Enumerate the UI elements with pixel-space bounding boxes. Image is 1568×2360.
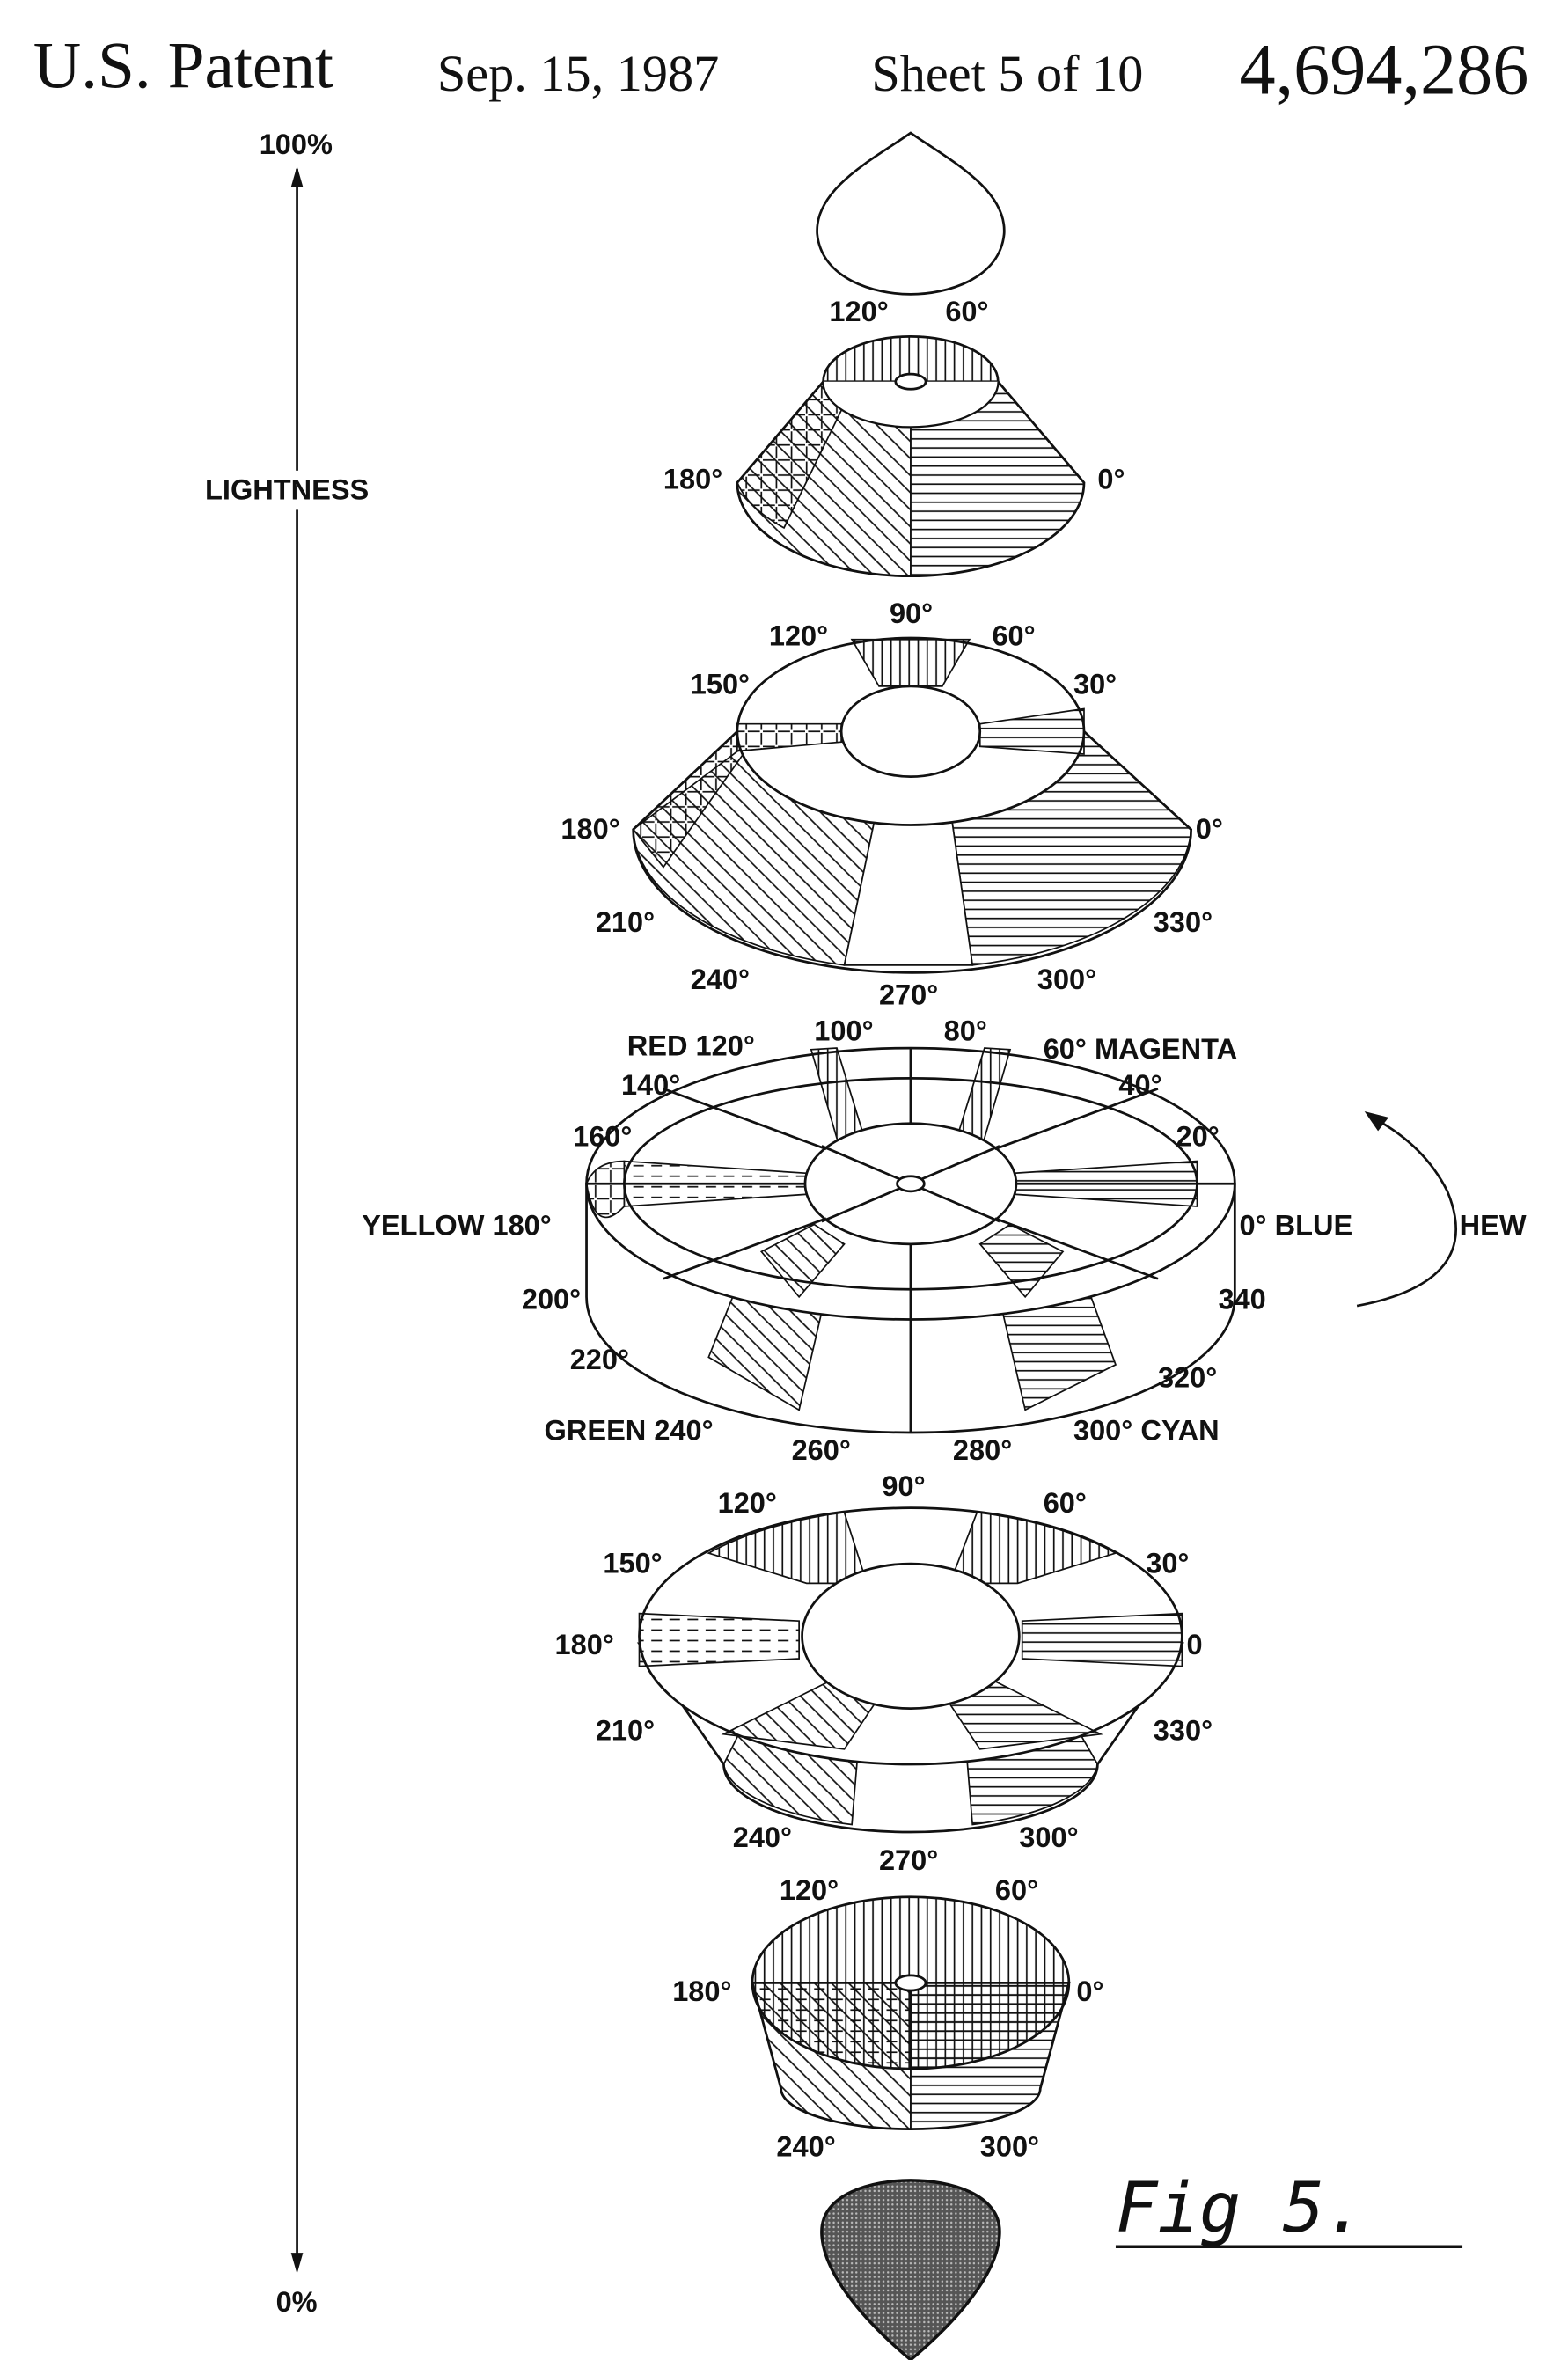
patent-title: U.S. Patent: [33, 30, 333, 103]
hue-label-yellow: YELLOW 180°: [362, 1210, 552, 1242]
hue-label: 40°: [1118, 1069, 1161, 1101]
hue-label-red: RED 120°: [627, 1030, 755, 1062]
hue-layer-3: 120° 90° 60° 150° 30° 180° 0° 210° 330° …: [561, 597, 1222, 1011]
hue-label: 200°: [522, 1284, 581, 1316]
hue-label: 120°: [829, 296, 888, 327]
axis-bottom-label: 0%: [276, 2286, 318, 2318]
hue-label: 0°: [1196, 813, 1223, 845]
hue-label-magenta: 60° MAGENTA: [1044, 1033, 1237, 1065]
hue-label: 120°: [780, 1874, 839, 1906]
hue-label: 180°: [561, 813, 619, 845]
hue-label: 270°: [879, 1844, 938, 1876]
hue-label: 20°: [1176, 1120, 1220, 1152]
hue-spokes: [586, 1048, 1235, 1433]
hue-label: 90°: [890, 597, 933, 629]
hue-label: 330°: [1154, 1715, 1213, 1747]
hue-label: 300°: [1019, 1821, 1078, 1853]
hue-layer-5: 120° 90° 60° 150° 30° 180° 0 210° 330° 2…: [555, 1470, 1213, 1876]
hue-label: 210°: [596, 1715, 655, 1747]
hue-label: 30°: [1146, 1547, 1189, 1579]
arrow-down-icon: [290, 2253, 304, 2275]
hue-label: 280°: [953, 1434, 1012, 1466]
hue-label: 0: [1186, 1629, 1202, 1660]
hue-label: 30°: [1073, 668, 1117, 700]
hue-label: 180°: [555, 1629, 614, 1660]
hue-label: 60°: [995, 1874, 1038, 1906]
hue-label: 100°: [814, 1015, 873, 1047]
hue-label-blue: 0° BLUE: [1239, 1210, 1352, 1242]
hue-label: 120°: [718, 1487, 777, 1519]
figure-label: Fig 5.: [1115, 2167, 1463, 2248]
hue-layer-6: 120° 60° 180° 0° 240° 300°: [672, 1874, 1103, 2162]
patent-header: U.S. Patent Sep. 15, 1987 Sheet 5 of 10 …: [33, 29, 1529, 109]
hue-label: 120°: [769, 620, 828, 652]
hue-label: 150°: [603, 1547, 662, 1579]
sheet-number: Sheet 5 of 10: [871, 45, 1143, 102]
hue-layer-2: 120° 60° 180° 0°: [663, 296, 1125, 578]
figure-label-text: Fig 5.: [1116, 2167, 1367, 2248]
hue-label: 300°: [1037, 964, 1096, 995]
axis-top-label: 100%: [260, 128, 333, 160]
hue-label-text: HEW: [1460, 1210, 1527, 1242]
hue-label: 210°: [596, 906, 655, 938]
hue-label: 270°: [879, 978, 938, 1010]
hue-label: 260°: [792, 1434, 851, 1466]
hue-label: 240°: [733, 1821, 792, 1853]
hue-label: 160°: [573, 1120, 632, 1152]
hue-label: 60°: [992, 620, 1035, 652]
hue-label: 330°: [1154, 906, 1213, 938]
hue-label: 90°: [882, 1470, 925, 1502]
hue-label: 60°: [1044, 1487, 1087, 1519]
patent-number: 4,694,286: [1239, 29, 1528, 109]
hue-label: 240°: [691, 964, 750, 995]
white-apex-cone: [816, 131, 1006, 296]
hue-label: 180°: [663, 463, 722, 495]
hue-label: 0°: [1097, 463, 1125, 495]
hue-label: 60°: [945, 296, 988, 327]
hue-label-cyan: 300° CYAN: [1073, 1415, 1220, 1447]
curved-arrow-icon: [1356, 1118, 1457, 1308]
hue-label: 300°: [980, 2130, 1039, 2162]
hue-layer-4-middle: RED 120° 100° 80° 60° MAGENTA 140° 40° 1…: [362, 1015, 1352, 1466]
hue-label: 140°: [621, 1069, 680, 1101]
arrow-up-icon: [290, 165, 304, 187]
hue-rotation-indicator: HEW: [1356, 1111, 1527, 1308]
hue-label: 150°: [691, 668, 750, 700]
hue-label: 0°: [1076, 1975, 1103, 2007]
hue-label: 80°: [944, 1015, 987, 1047]
black-base-cone: [820, 2179, 1001, 2360]
lightness-axis: 100% 0% LIGHTNESS: [203, 128, 385, 2318]
hue-label: 220°: [570, 1344, 629, 1375]
hue-label: 180°: [672, 1975, 731, 2007]
patent-date: Sep. 15, 1987: [437, 45, 719, 102]
hue-label: 320°: [1158, 1362, 1217, 1394]
hue-label: 240°: [776, 2130, 835, 2162]
hue-label-green: GREEN 240°: [545, 1415, 714, 1447]
axis-label: LIGHTNESS: [205, 473, 369, 505]
hue-label: 340: [1218, 1284, 1265, 1316]
